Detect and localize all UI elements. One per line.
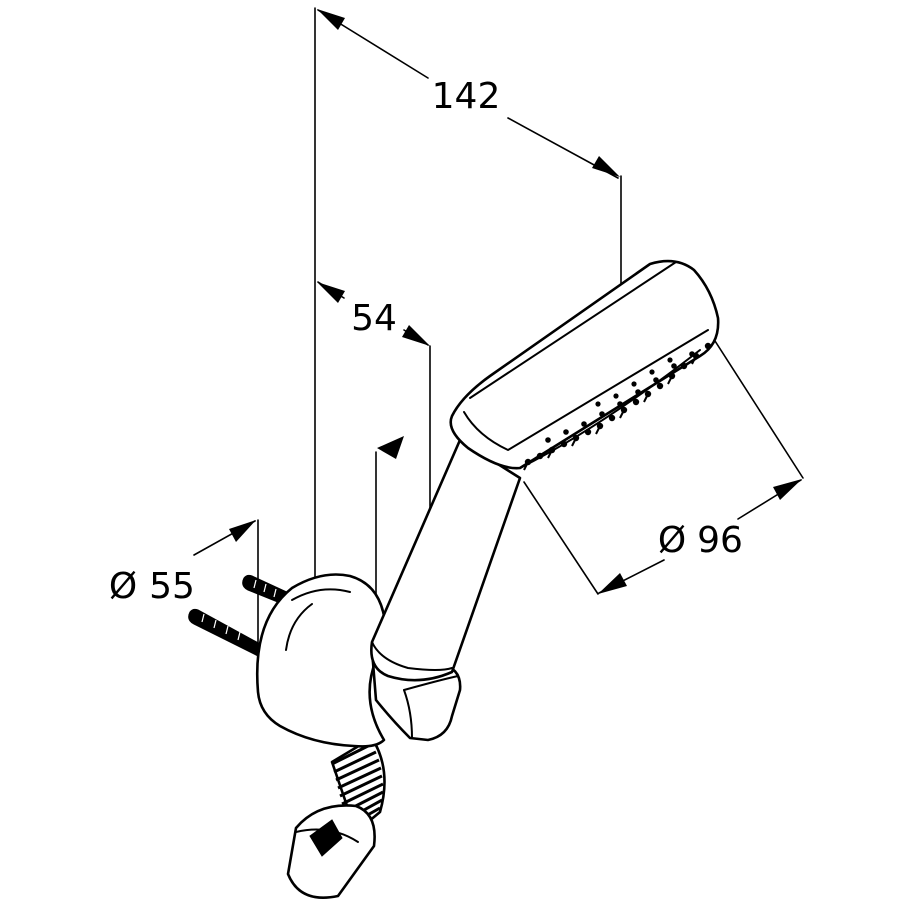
dimension-overall-length: 142 xyxy=(314,7,622,579)
dimension-label-54: 54 xyxy=(351,298,397,339)
dimension-spray-face-diameter: Ø 96 xyxy=(523,287,804,595)
hand-shower xyxy=(370,259,720,682)
diameter-symbol-55: Ø xyxy=(109,566,137,607)
dimension-wall-flange-diameter: Ø 55 xyxy=(109,519,259,651)
dimension-label-142: 142 xyxy=(432,76,501,117)
holder-pivot-leader xyxy=(375,436,404,613)
diameter-symbol-96: Ø xyxy=(658,520,686,561)
dimension-label-55: 55 xyxy=(149,566,195,607)
dimension-label-96: 96 xyxy=(697,520,743,561)
shower-hose xyxy=(286,736,386,899)
